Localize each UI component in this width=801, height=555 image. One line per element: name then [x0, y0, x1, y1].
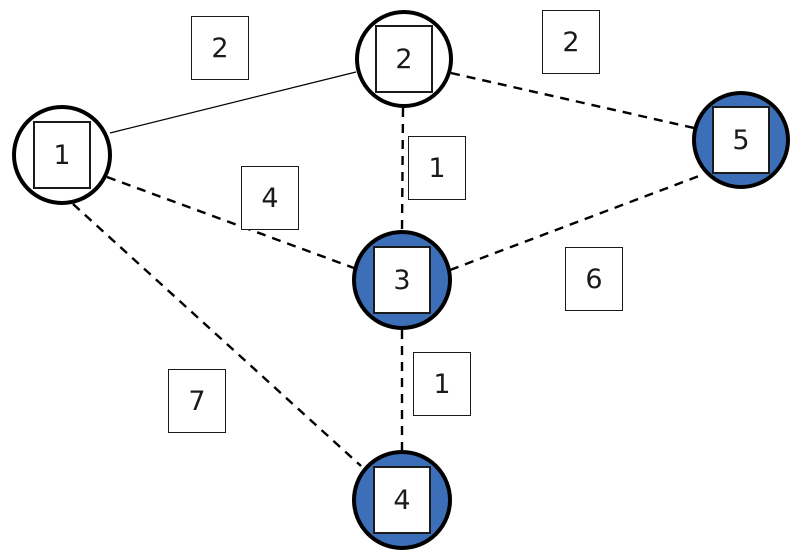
node-label-box-3: 3 [373, 246, 431, 314]
edge-weight-label-3-4: 1 [413, 352, 471, 416]
graph-edge-3-5[interactable] [449, 174, 700, 272]
edge-weight-label-2-5: 2 [542, 10, 600, 74]
edge-weight-label-1-2: 2 [191, 16, 249, 80]
graph-edge-2-3[interactable] [400, 107, 405, 231]
node-label-box-4: 4 [373, 466, 431, 534]
graph-node-1[interactable]: 1 [12, 105, 112, 205]
edge-weight-label-2-3: 1 [408, 136, 466, 200]
graph-edge-1-3[interactable] [106, 175, 355, 270]
node-label-box-1: 1 [33, 121, 91, 189]
node-label-box-5: 5 [712, 106, 770, 174]
graph-node-4[interactable]: 4 [352, 450, 452, 550]
graph-node-3[interactable]: 3 [352, 230, 452, 330]
graph-edge-1-2[interactable] [109, 71, 357, 134]
graph-node-2[interactable]: 2 [355, 10, 453, 108]
edge-weight-label-1-3: 4 [241, 166, 299, 230]
edge-weight-label-1-4: 7 [168, 369, 226, 433]
graph-edge-2-5[interactable] [450, 71, 695, 130]
edge-weight-label-3-5: 6 [565, 247, 623, 311]
node-label-box-2: 2 [375, 25, 433, 93]
graph-edge-1-4[interactable] [72, 203, 362, 467]
graph-node-5[interactable]: 5 [692, 91, 790, 189]
